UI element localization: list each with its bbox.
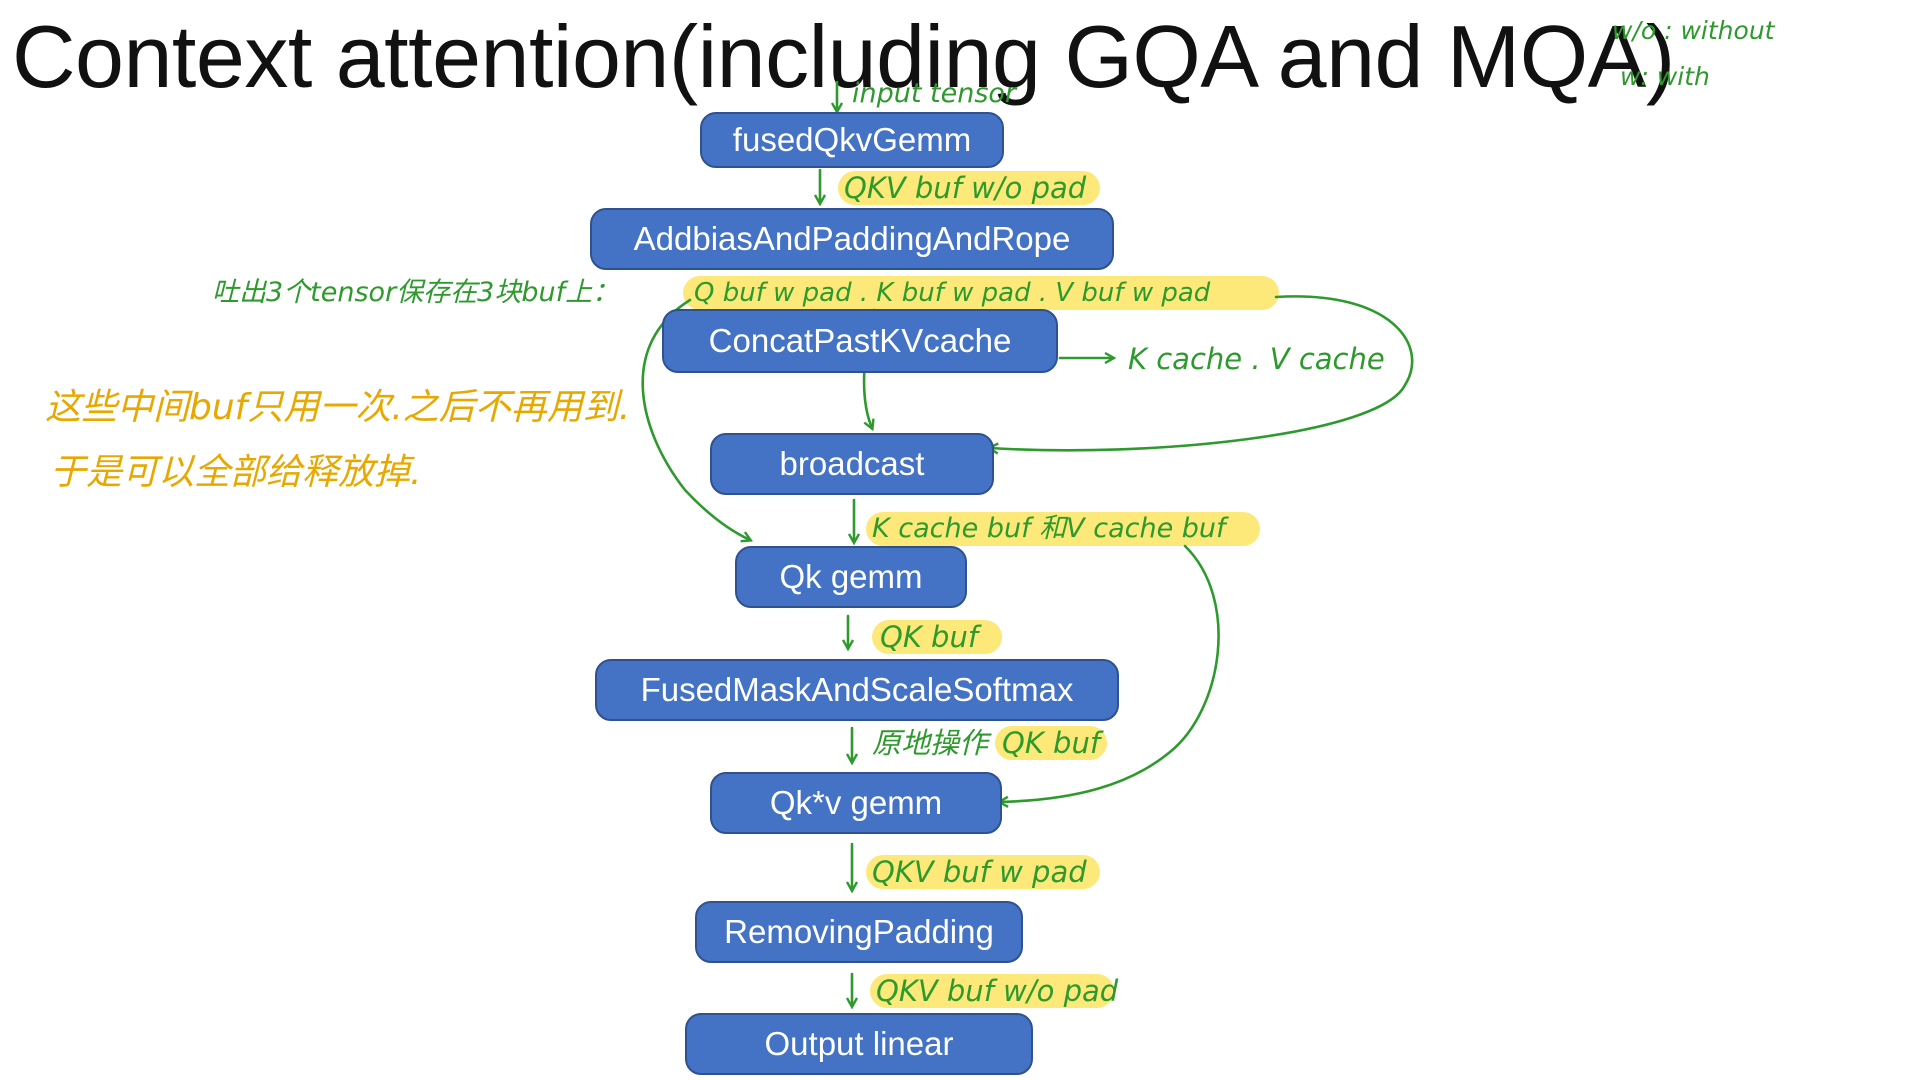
page-title: Context attention(including GQA and MQA) — [12, 7, 1675, 106]
legend-without: w/o : without — [1612, 16, 1775, 45]
node-output-linear[interactable]: Output linear — [685, 1013, 1033, 1075]
label-qk-buf: QK buf — [880, 620, 979, 654]
highlight-inplace-buf — [995, 726, 1107, 760]
label-qkv-wo-pad-1: QKV buf w/o pad — [844, 171, 1087, 205]
node-concat-past-kv-cache[interactable]: ConcatPastKVcache — [662, 309, 1058, 373]
node-qk-gemm[interactable]: Qk gemm — [735, 546, 967, 608]
highlight-kv-cache-buf — [866, 512, 1260, 546]
node-fused-qkv-gemm[interactable]: fusedQkvGemm — [700, 112, 1004, 168]
free-buffer-note-line1: 这些中间buf只用一次.之后不再用到. — [45, 387, 631, 428]
label-input-tensor: input tensor — [852, 78, 1017, 109]
label-qkv-wo-pad-2: QKV buf w/o pad — [876, 974, 1119, 1008]
highlight-qk-buf — [872, 620, 1002, 654]
label-kv-cache: K cache . V cache — [1128, 342, 1385, 376]
node-removing-padding[interactable]: RemovingPadding — [695, 901, 1023, 963]
node-broadcast[interactable]: broadcast — [710, 433, 994, 495]
label-inplace-qk-buf: QK buf — [1002, 726, 1101, 760]
label-inplace-prefix: 原地操作 — [872, 726, 989, 760]
legend-with: w: with — [1620, 62, 1710, 91]
label-kv-cache-buf: K cache buf 和V cache buf — [872, 513, 1226, 544]
label-qkv-split: Q buf w pad . K buf w pad . V buf w pad — [694, 278, 1211, 308]
node-fused-mask-scale-softmax[interactable]: FusedMaskAndScaleSoftmax — [595, 659, 1119, 721]
highlight-qkv-wo-pad-2 — [870, 974, 1114, 1008]
highlight-qkv-wo-pad-1 — [838, 171, 1100, 205]
free-buffer-note-line2: 于是可以全部给释放掉. — [50, 452, 422, 493]
arrow-vcache-to-qkvgemm — [1000, 544, 1220, 802]
arrow-qbuf-to-qkgemm — [641, 298, 750, 540]
highlight-qkv-w-pad — [866, 855, 1100, 889]
label-qkv-w-pad: QKV buf w pad — [872, 855, 1087, 889]
node-qk-v-gemm[interactable]: Qk*v gemm — [710, 772, 1002, 834]
label-split-prefix: 吐出3个tensor保存在3块buf上： — [212, 277, 620, 308]
highlight-qkv-split — [683, 276, 1279, 310]
arrow-kvcache-to-broadcast — [990, 295, 1414, 450]
node-addbias-padding-rope[interactable]: AddbiasAndPaddingAndRope — [590, 208, 1114, 270]
